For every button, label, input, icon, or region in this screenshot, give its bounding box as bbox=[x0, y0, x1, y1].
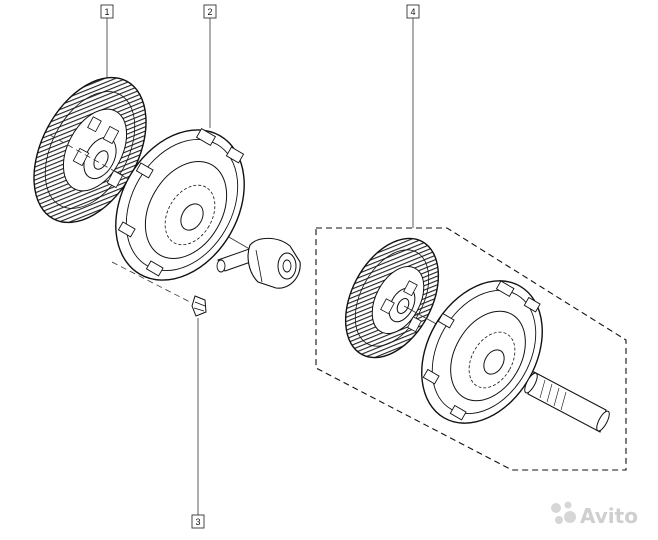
callout-3-label: 3 bbox=[195, 517, 200, 527]
pressure-plate-2 bbox=[115, 128, 245, 281]
clutch-disc-1 bbox=[33, 76, 147, 224]
callout-3: 3 bbox=[191, 318, 205, 529]
kit-group-outline bbox=[315, 227, 627, 471]
callout-1: 1 bbox=[100, 4, 114, 84]
release-bearing bbox=[216, 237, 301, 289]
callout-4-label: 4 bbox=[410, 7, 415, 17]
avito-dots-icon bbox=[551, 501, 576, 524]
assembly-axis-line bbox=[49, 134, 117, 173]
watermark: Avito bbox=[551, 501, 638, 528]
pressure-plate-4 bbox=[421, 280, 543, 424]
callout-4: 4 bbox=[406, 4, 420, 228]
kit-axis-line bbox=[403, 305, 441, 327]
callout-2: 2 bbox=[203, 4, 217, 128]
watermark-text: Avito bbox=[580, 504, 638, 528]
alignment-tool bbox=[524, 371, 610, 433]
callout-2-label: 2 bbox=[207, 7, 212, 17]
bolt-3 bbox=[111, 261, 207, 317]
callout-1-label: 1 bbox=[104, 7, 109, 17]
